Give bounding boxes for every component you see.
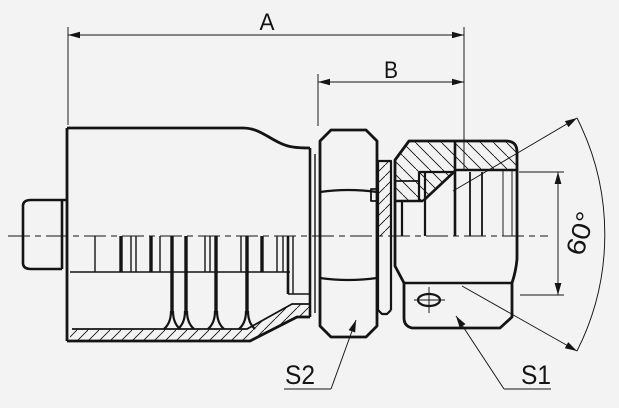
swivel-nut-s1-section xyxy=(393,139,519,236)
shell-ribs xyxy=(163,236,256,330)
stem-section-hatch xyxy=(378,161,391,236)
s1-label: S1 xyxy=(521,360,551,390)
shell-serrations-thin xyxy=(94,236,284,272)
swivel-nut-s1-exterior xyxy=(393,236,519,330)
dimension-b: B xyxy=(317,57,464,126)
s2-label: S2 xyxy=(285,360,315,390)
dimension-a: A xyxy=(67,9,465,169)
thread-lines xyxy=(400,171,513,236)
shell-section-hatch xyxy=(70,304,310,341)
callout-s2: S2 xyxy=(284,319,357,390)
callout-s1: S1 xyxy=(455,315,551,390)
dim-b-label: B xyxy=(384,57,398,84)
stem-collar xyxy=(370,159,393,316)
shell-serrations-thick xyxy=(119,236,264,272)
dim-a-label: A xyxy=(260,9,275,36)
hose-tail xyxy=(21,198,67,271)
hex-nut-s2 xyxy=(318,128,379,339)
crimp-shell xyxy=(65,126,316,343)
nut-section-hatch xyxy=(395,141,517,236)
dimension-thread-diameter xyxy=(519,171,564,296)
angle-label: 60° xyxy=(560,208,602,259)
